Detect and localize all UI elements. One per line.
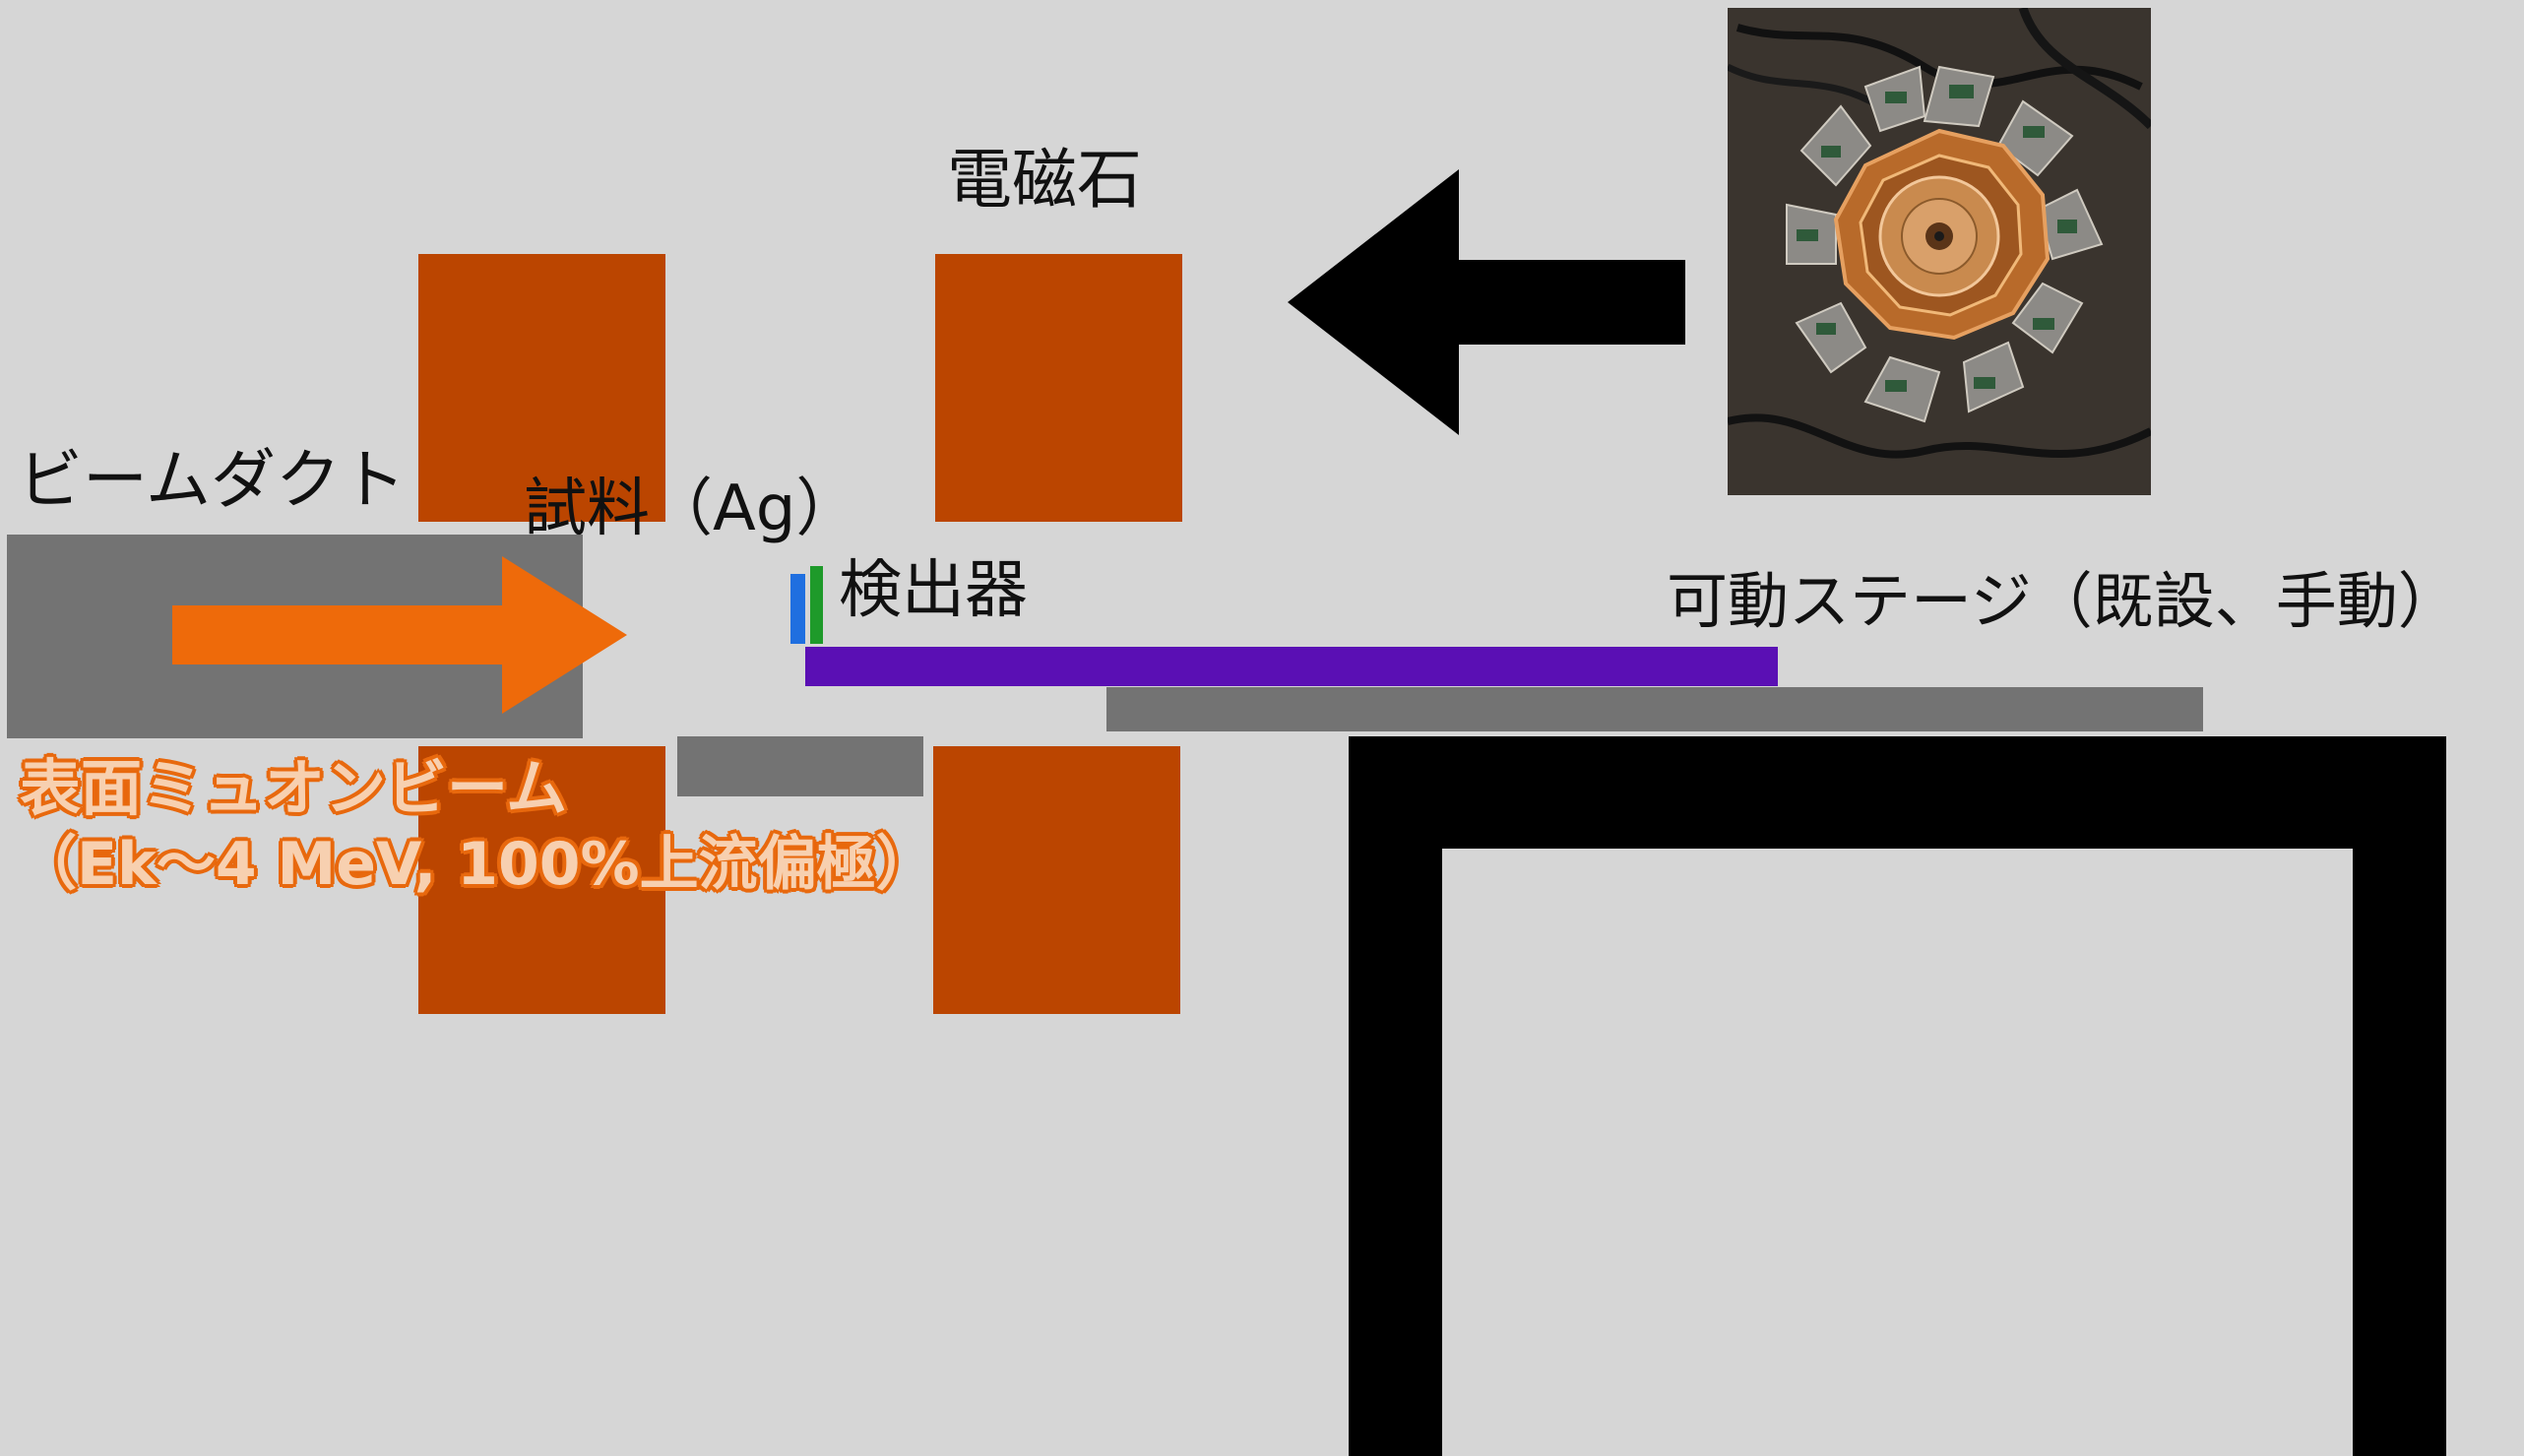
magnet-upper-left: [418, 254, 665, 522]
pointer-arrow: [1288, 169, 1685, 435]
sample-strip-green: [810, 566, 823, 644]
magnet-lower-right: [933, 746, 1180, 1014]
beam-label-line1: 表面ミュオンビーム: [20, 752, 568, 824]
magnet-upper-right: [935, 254, 1182, 522]
stage-label: 可動ステージ（既設、手動）: [1667, 565, 2459, 637]
stage-rail: [1106, 687, 2203, 731]
beam-arrow: [172, 556, 627, 714]
right-arrow-icon: [172, 556, 627, 714]
left-arrow-icon: [1288, 169, 1685, 435]
sample-strip-blue: [790, 574, 805, 644]
beam-label-line2: （Ek〜4 MeV, 100%上流偏極）: [18, 830, 935, 899]
stage-frame-opening: [1442, 849, 2353, 1456]
sample-holder-block: [677, 736, 923, 796]
magnet-lower-left: [418, 746, 665, 1014]
beam-duct-label: ビームダクト: [18, 442, 407, 518]
magnet-label: 電磁石: [947, 142, 1142, 218]
sample-label: 試料（Ag）: [524, 473, 859, 545]
detector-array-photo: [1728, 8, 2151, 495]
detector-bar: [805, 647, 1778, 686]
detector-label: 検出器: [839, 554, 1028, 627]
